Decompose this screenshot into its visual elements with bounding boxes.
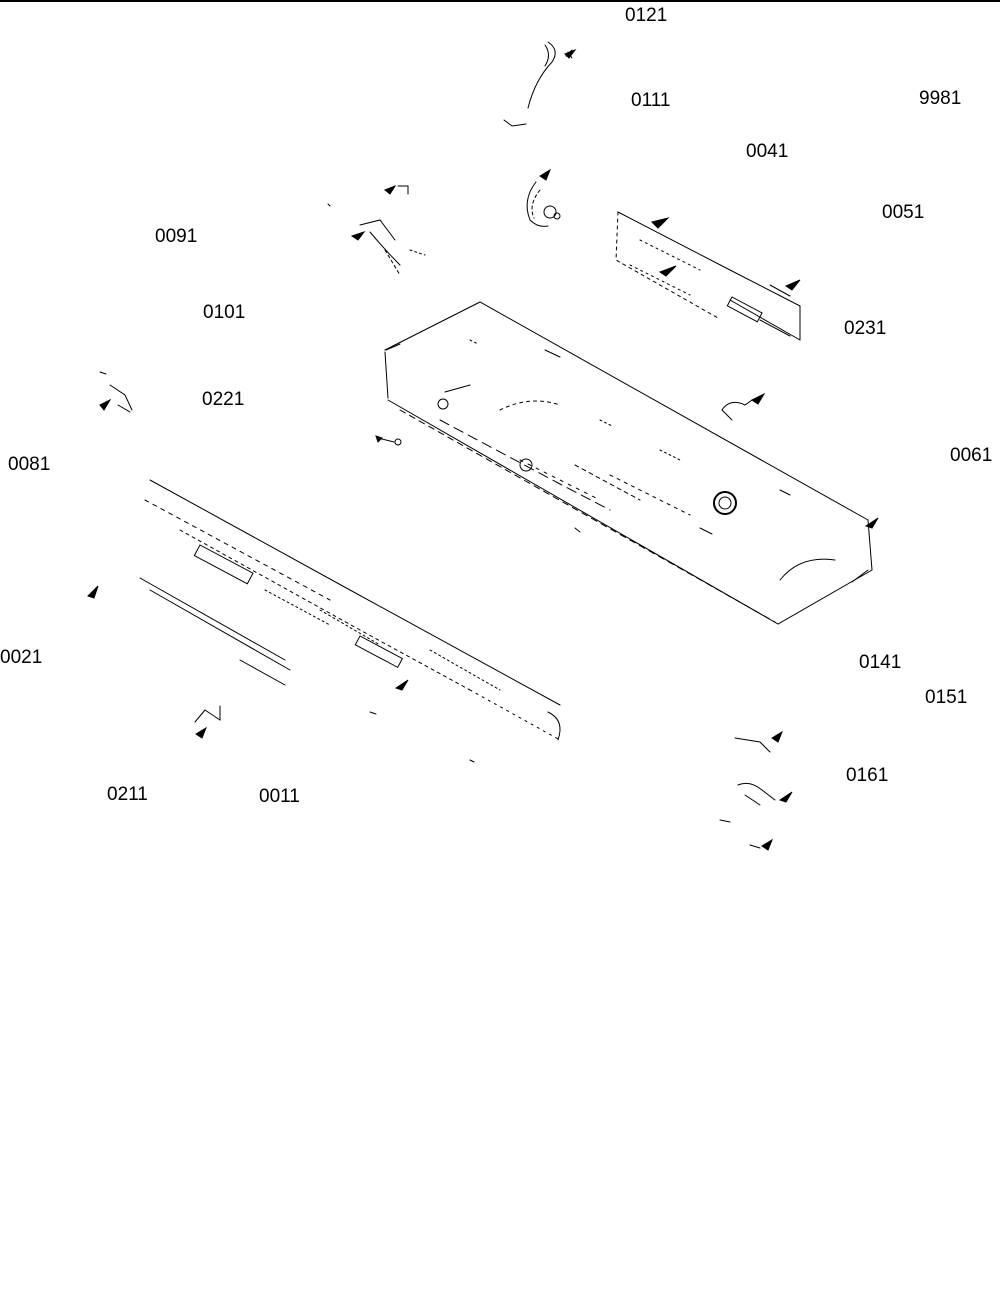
hinge-assembly bbox=[719, 737, 776, 849]
callout-0121: 0121 bbox=[625, 5, 668, 26]
callout-0231: 0231 bbox=[844, 318, 887, 339]
callout-9981: 9981 bbox=[919, 88, 962, 109]
side-bracket bbox=[721, 399, 753, 421]
dial-part bbox=[526, 181, 561, 227]
callout-0091: 0091 bbox=[155, 226, 198, 247]
control-panel-lower bbox=[139, 479, 561, 763]
top-border-rule bbox=[0, 0, 1000, 2]
callout-0141: 0141 bbox=[859, 652, 902, 673]
callout-0041: 0041 bbox=[746, 141, 789, 162]
callout-0221: 0221 bbox=[202, 389, 245, 410]
callout-0011: 0011 bbox=[259, 786, 300, 807]
callout-0081: 0081 bbox=[8, 454, 51, 475]
cable-part bbox=[503, 41, 573, 127]
callout-0061: 0061 bbox=[950, 445, 993, 466]
callout-0211: 0211 bbox=[107, 784, 148, 805]
callout-0151: 0151 bbox=[925, 687, 968, 708]
main-panel bbox=[384, 301, 873, 625]
bracket-part bbox=[359, 185, 426, 276]
callout-0021: 0021 bbox=[0, 647, 43, 668]
control-board-upper bbox=[615, 211, 801, 341]
callout-0161: 0161 bbox=[846, 765, 889, 786]
callout-0051: 0051 bbox=[882, 202, 925, 223]
leader-arrows bbox=[87, 48, 879, 851]
callout-0101: 0101 bbox=[203, 302, 246, 323]
clip-part bbox=[99, 371, 133, 413]
loose-screws bbox=[327, 203, 402, 446]
callout-0111: 0111 bbox=[631, 90, 671, 111]
